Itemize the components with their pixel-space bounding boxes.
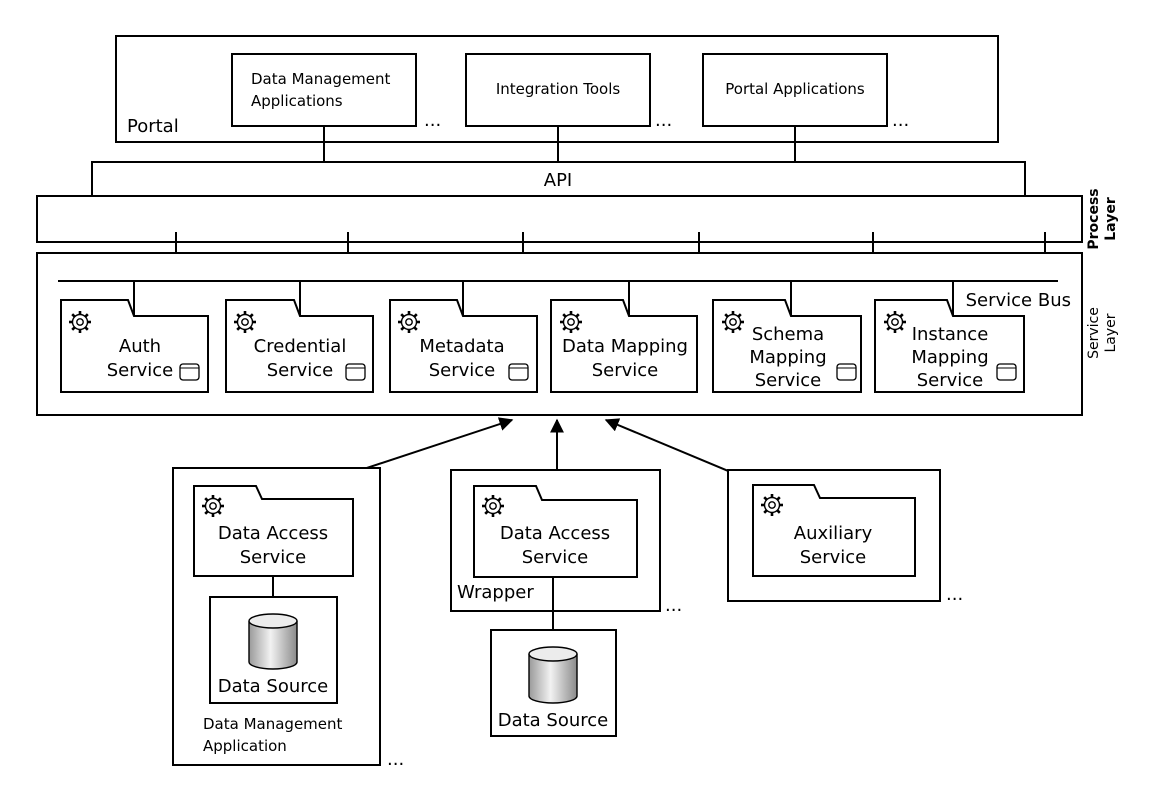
gear-icon: [720, 309, 746, 335]
service-label-line: Service: [917, 370, 984, 391]
data-source: Data Source: [209, 596, 338, 704]
service-label-line: Service: [267, 360, 334, 381]
process-layer: Process Layer: [36, 188, 1119, 250]
service-label-line: Mapping: [749, 347, 826, 368]
service-bus-label: Service Bus: [966, 290, 1071, 311]
service-label-line: Metadata: [419, 336, 504, 357]
portal-api-connectors: [323, 126, 796, 162]
service-label-line: Mapping: [911, 347, 988, 368]
schema-mapping-service: Schema Mapping Service: [712, 299, 862, 393]
portal-app-data-management: Data Management Applications: [231, 53, 417, 127]
gear-icon: [232, 309, 258, 335]
portal-app-integration-tools: Integration Tools: [465, 53, 651, 127]
database-icon: [996, 363, 1017, 381]
service-label-line: Service: [240, 547, 307, 568]
data-source-label: Data Source: [498, 710, 609, 731]
service-label-line: Service: [592, 360, 659, 381]
service-label-line: Auth: [119, 336, 161, 357]
portal-app-label-line: Applications: [251, 92, 343, 110]
service-label-line: Credential: [254, 336, 347, 357]
portal-app-label-line: Integration Tools: [496, 80, 621, 98]
gear-icon: [200, 493, 226, 519]
service-label-line: Data Access: [500, 523, 610, 544]
data-source: Data Source: [490, 629, 617, 737]
service-layer-label-line: Service: [1086, 307, 1102, 359]
auxiliary-container: Auxiliary Service: [727, 469, 941, 602]
process-layer-label-line: Process: [1086, 188, 1102, 249]
service-label-line: Auxiliary: [794, 523, 873, 544]
auth-service: Auth Service: [60, 299, 209, 393]
gear-icon: [480, 493, 506, 519]
portal-app-label-line: Portal Applications: [725, 80, 865, 98]
service-label-line: Instance: [912, 324, 989, 345]
portal-ellipsis: ...: [892, 110, 909, 131]
service-label-line: Data Mapping: [562, 336, 688, 357]
portal-label: Portal: [127, 116, 179, 137]
service-label-line: Service: [429, 360, 496, 381]
metadata-service: Metadata Service: [389, 299, 538, 393]
api-label: API: [544, 170, 572, 191]
service-label-line: Service: [107, 360, 174, 381]
database-icon: [248, 613, 298, 670]
gear-icon: [67, 309, 93, 335]
service-label-line: Data Access: [218, 523, 328, 544]
wrapper-label: Wrapper: [457, 582, 534, 603]
service-label-line: Schema: [752, 324, 824, 345]
service-layer-label-line: Layer: [1103, 313, 1119, 352]
service-layer: Service Layer Service Bus Auth Service: [36, 252, 1119, 416]
database-icon: [345, 363, 366, 381]
data-mapping-service: Data Mapping Service: [550, 299, 698, 393]
database-icon: [836, 363, 857, 381]
instance-mapping-service: Instance Mapping Service: [874, 299, 1025, 393]
service-label-line: Service: [800, 547, 867, 568]
portal-container: Portal Data Management Applications ... …: [115, 35, 999, 143]
service-label-line: Service: [755, 370, 822, 391]
database-icon: [508, 363, 529, 381]
database-icon: [179, 363, 200, 381]
wrapper: Data Access Service Wrapper: [450, 469, 661, 612]
gear-icon: [558, 309, 584, 335]
gear-icon: [759, 492, 785, 518]
dma-caption-line: Data Management: [203, 715, 343, 733]
auxiliary-ellipsis: ...: [946, 584, 963, 605]
gear-icon: [396, 309, 422, 335]
dma-ellipsis: ...: [387, 749, 404, 770]
portal-ellipsis: ...: [424, 110, 441, 131]
wrapper-ellipsis: ...: [665, 595, 682, 616]
credential-service: Credential Service: [225, 299, 374, 393]
data-source-label: Data Source: [218, 676, 329, 697]
portal-app-label-line: Data Management: [251, 70, 391, 88]
portal-app-portal-applications: Portal Applications: [702, 53, 888, 127]
dma-caption-line: Application: [203, 737, 287, 755]
database-icon: [528, 646, 578, 704]
service-label-line: Service: [522, 547, 589, 568]
process-layer-label-line: Layer: [1103, 197, 1119, 241]
portal-ellipsis: ...: [655, 110, 672, 131]
api-bar: API: [91, 161, 1026, 197]
data-management-application: Data Access Service Data Source Data Man…: [172, 467, 381, 766]
gear-icon: [882, 309, 908, 335]
